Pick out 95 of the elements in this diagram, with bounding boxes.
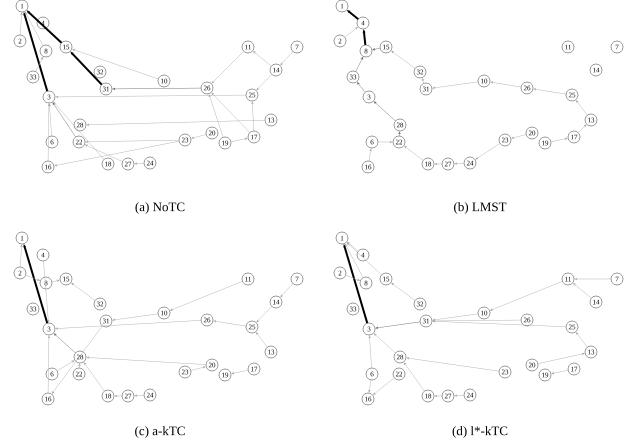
arrow: [43, 260, 50, 322]
arrow: [406, 357, 500, 372]
arrow: [84, 362, 105, 392]
arrow: [54, 140, 180, 166]
arrow: [538, 352, 585, 364]
arrow: [211, 92, 250, 133]
arrow: [404, 146, 424, 160]
arrow: [253, 51, 272, 66]
arrow: [26, 275, 40, 281]
arrow: [170, 281, 242, 311]
arrow: [368, 148, 372, 162]
arrow: [346, 242, 382, 275]
arrow: [490, 281, 562, 311]
arrow: [212, 51, 244, 84]
arrow: [20, 12, 23, 36]
arrow: [86, 356, 206, 365]
arrow: [398, 132, 401, 136]
arrow: [48, 104, 52, 136]
arrow: [230, 138, 248, 142]
arrow: [53, 102, 104, 160]
arrow: [256, 74, 272, 90]
arrow: [432, 314, 478, 321]
arrow: [404, 362, 425, 392]
arrow: [434, 394, 442, 398]
arrow: [54, 333, 76, 354]
arrow: [368, 380, 372, 393]
arrow: [86, 140, 180, 144]
arrow: [434, 162, 442, 166]
arrow: [573, 283, 592, 298]
arrow: [48, 104, 50, 162]
arrow: [475, 143, 500, 160]
arrow: [191, 134, 206, 139]
arrow: [551, 370, 568, 374]
arrow: [256, 332, 268, 348]
arrow: [86, 120, 266, 126]
arrow: [576, 332, 588, 348]
arrow: [52, 326, 103, 394]
arrow: [511, 134, 526, 139]
arrow: [134, 162, 144, 165]
arrow: [56, 94, 246, 98]
arrow: [346, 275, 360, 281]
arrow: [20, 244, 23, 268]
arrow: [422, 78, 424, 84]
arrow: [432, 320, 566, 327]
arrow: [26, 10, 62, 44]
arrow: [256, 306, 272, 322]
arrow: [78, 364, 81, 368]
arrow: [112, 88, 202, 90]
arrow: [24, 12, 44, 46]
arrow: [52, 102, 76, 138]
arrow: [391, 50, 416, 69]
arrow: [71, 282, 96, 301]
arrow: [52, 280, 60, 282]
arrow: [432, 320, 522, 322]
arrow: [56, 320, 202, 330]
panel-caption: (b) LMST: [454, 202, 506, 214]
arrow: [578, 124, 586, 133]
arrow: [190, 366, 206, 371]
arrow: [344, 244, 364, 278]
arrow: [550, 138, 568, 142]
arrow: [574, 278, 612, 280]
arrow: [454, 162, 464, 165]
arrow: [134, 394, 144, 397]
arrow: [84, 144, 123, 162]
arrow: [391, 282, 416, 301]
panel-caption: (d) l*-kTC: [452, 426, 508, 438]
arrow: [112, 314, 158, 321]
arrow: [251, 102, 254, 132]
arrow: [344, 26, 358, 38]
arrow: [454, 394, 464, 397]
arrow: [374, 333, 396, 354]
arrow: [357, 82, 366, 92]
arrow: [208, 94, 224, 138]
arrow: [375, 322, 420, 329]
arrow: [378, 140, 392, 144]
panel-caption: (c) a-kTC: [135, 426, 185, 438]
arrow: [576, 100, 588, 116]
arrow: [57, 360, 74, 372]
arrow: [372, 48, 380, 50]
arrow: [48, 336, 50, 394]
arrow: [368, 336, 372, 368]
arrow: [114, 394, 122, 398]
arrow: [533, 88, 566, 94]
arrow: [280, 51, 294, 66]
arrow: [36, 56, 44, 72]
panel-caption: (a) NoTC: [135, 202, 184, 214]
arrow: [213, 320, 246, 326]
arrow: [490, 81, 522, 88]
arrow: [432, 82, 478, 89]
arrow: [374, 101, 396, 122]
arrow: [373, 378, 394, 395]
arrow: [280, 283, 294, 298]
arrow: [72, 48, 158, 80]
arrow: [356, 56, 364, 72]
arrow: [231, 370, 248, 374]
